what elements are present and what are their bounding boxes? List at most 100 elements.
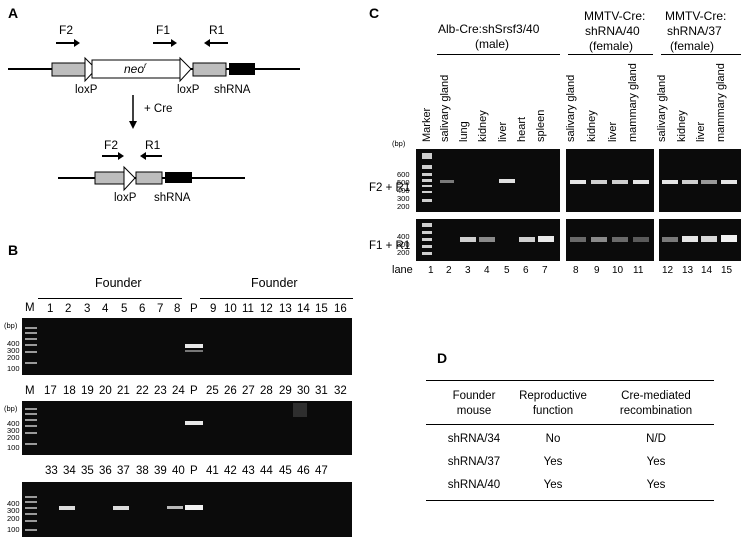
- lane-num-15: 15: [721, 265, 733, 276]
- lane-label-p-1: P: [190, 303, 198, 315]
- band-c-lane-9: [591, 180, 607, 184]
- band-c-lane-2: [440, 180, 454, 183]
- group2-title-line3: (female): [589, 39, 634, 53]
- lane-label-44: 44: [260, 465, 273, 477]
- band-c-lane-11: [633, 180, 649, 184]
- tick-400-c2: 400: [397, 232, 410, 241]
- lane-name-12: salivary gland: [656, 74, 668, 142]
- tick-200-b3: 200: [7, 514, 20, 523]
- band-positive-b3: [185, 505, 203, 510]
- tick-300-c2: 300: [397, 240, 410, 249]
- lane-label-30: 30: [297, 385, 310, 397]
- gel-b-row3: [22, 482, 352, 537]
- band-lane-34: [59, 506, 75, 510]
- gel-c-bottom-2: [566, 219, 654, 261]
- band-positive-b1: [185, 344, 203, 348]
- cell-r2-c2: Yes: [543, 456, 563, 468]
- lane-label-25: 25: [206, 385, 219, 397]
- lane-label-2: 2: [65, 303, 72, 315]
- exon-box-1: [51, 62, 86, 77]
- lane-label-p-3: P: [190, 465, 198, 477]
- bp-label-b2: (bp): [4, 404, 18, 413]
- group3-title-line1: MMTV-Cre:: [665, 9, 727, 23]
- marker-ladder-b1: [25, 327, 37, 364]
- primer-label-r1-bottom: R1: [145, 138, 161, 152]
- lane-label-8: 8: [174, 303, 181, 315]
- lane-label-18: 18: [63, 385, 76, 397]
- group3-title-line2: shRNA/37: [667, 24, 722, 38]
- lane-label-36: 36: [99, 465, 112, 477]
- tick-200-c2: 200: [397, 248, 410, 257]
- cell-r3-c3: Yes: [646, 479, 666, 491]
- loxp-triangle-1: [84, 56, 97, 83]
- cell-r1-c3: N/D: [646, 433, 666, 445]
- panel-d-letter: D: [437, 350, 448, 366]
- band-lane-37: [113, 506, 129, 510]
- group3-bracket: [661, 54, 741, 55]
- lane-num-3: 3: [465, 265, 471, 276]
- lane-name-2: salivary gland: [439, 74, 451, 142]
- group2-bracket: [568, 54, 653, 55]
- lane-label-35: 35: [81, 465, 94, 477]
- primer-label-r1-top: R1: [209, 23, 225, 37]
- band-c-lane-15-b: [721, 235, 737, 242]
- cre-step-label: + Cre: [144, 103, 173, 115]
- lane-label-7: 7: [157, 303, 164, 315]
- lane-label-45: 45: [279, 465, 292, 477]
- lane-label-29: 29: [279, 385, 292, 397]
- header-cre-l2: recombination: [619, 405, 693, 417]
- lane-label-19: 19: [81, 385, 94, 397]
- lane-name-11: mammary gland: [627, 63, 639, 142]
- marker-ladder-b3: [25, 496, 37, 531]
- lane-num-6: 6: [523, 265, 529, 276]
- tick-100-b2: 100: [7, 443, 20, 452]
- lane-label-28: 28: [260, 385, 273, 397]
- lane-label-11: 11: [242, 303, 254, 315]
- header-cre-l1: Cre-mediated: [621, 390, 691, 402]
- lane-num-10: 10: [612, 265, 624, 276]
- neo-text: neo: [124, 62, 145, 76]
- tick-500-c: 500: [397, 178, 410, 187]
- lane-label-33: 33: [45, 465, 58, 477]
- marker-ladder-b2: [25, 408, 37, 445]
- band-c-lane-10: [612, 180, 628, 184]
- lane-label-4: 4: [102, 303, 109, 315]
- lane-num-9: 9: [594, 265, 600, 276]
- band-c-lane-6-b: [519, 237, 535, 242]
- group3-title-line3: (female): [670, 39, 715, 53]
- primer-arrow-f2-bottom: [102, 152, 124, 160]
- lane-label-41: 41: [206, 465, 219, 477]
- band-positive-b2: [185, 421, 203, 425]
- exon-box-4: [135, 171, 163, 185]
- tick-100-b3: 100: [7, 525, 20, 534]
- header-repro-l1: Reproductive: [519, 390, 587, 402]
- lane-num-4: 4: [484, 265, 490, 276]
- lane-name-14: liver: [695, 121, 707, 142]
- lane-label-6: 6: [139, 303, 146, 315]
- lane-num-1: 1: [428, 265, 434, 276]
- lane-name-15: mammary gland: [715, 63, 727, 142]
- lane-label-1: 1: [47, 303, 54, 315]
- tick-400-b3: 400: [7, 499, 20, 508]
- founder-label-right: Founder: [251, 276, 298, 290]
- primer-label-f2-top: F2: [59, 23, 74, 37]
- lane-label-22: 22: [136, 385, 149, 397]
- gel-b-row2: [22, 401, 352, 455]
- cell-r1-c2: No: [545, 433, 561, 445]
- band-positive-b1-faint: [185, 350, 203, 352]
- shrna-label-bottom: shRNA: [154, 192, 191, 204]
- lane-label-38: 38: [136, 465, 149, 477]
- tick-400-b1: 400: [7, 339, 20, 348]
- lane-label-26: 26: [224, 385, 237, 397]
- lane-label-5: 5: [121, 303, 128, 315]
- loxp-label-2: loxP: [177, 84, 200, 96]
- band-c-lane-10-b: [612, 237, 628, 242]
- panel-a-letter: A: [8, 5, 19, 21]
- band-c-lane-8-b: [570, 237, 586, 242]
- gel-c-bottom-3: [659, 219, 741, 261]
- bp-label-b1: (bp): [4, 321, 18, 330]
- founder-bracket-left: [38, 298, 182, 299]
- lane-label-21: 21: [117, 385, 130, 397]
- tick-300-b2: 300: [7, 426, 20, 435]
- lane-num-8: 8: [573, 265, 579, 276]
